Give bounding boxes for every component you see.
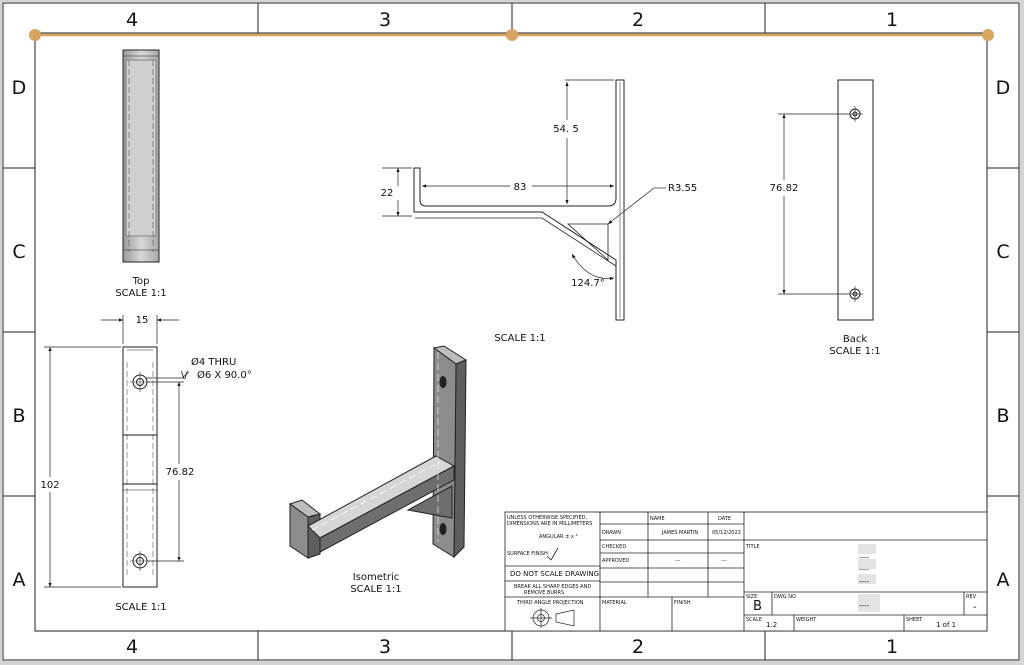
tb-title-value: ---- [859,554,870,562]
side-view[interactable] [413,79,625,321]
back-view-scale: SCALE 1:1 [829,346,880,357]
back-spacing-dim: 76.82 [770,183,799,194]
tb-drawn-name: JAMES MARTIN [661,530,698,536]
front-spacing-dim: 76.82 [166,467,195,478]
tb-sheet: 1 of 1 [936,621,956,629]
surface-finish-icon [546,547,559,561]
drag-handle[interactable] [506,29,518,41]
front-view[interactable] [122,346,158,588]
side-radius-dim: R3.55 [668,183,697,194]
tb-size-header: SIZE [746,594,757,600]
tb-title-header: TITLE [745,544,760,550]
col-label: 4 [126,636,138,658]
row-label: B [12,405,25,427]
col-label: 3 [379,9,391,31]
col-label: 1 [886,9,898,31]
front-width-dim: 15 [136,315,149,326]
side-dimensions [382,79,666,281]
tb-burrs1: BREAK ALL SHARP EDGES AND [514,584,591,590]
back-view[interactable] [837,79,874,321]
tb-checked: CHECKED [602,544,626,550]
side-view-scale: SCALE 1:1 [494,333,545,344]
back-view-name: Back [843,334,867,345]
tb-projection: THIRD ANGLE PROJECTION [516,600,584,606]
side-length-dim: 83 [514,182,527,193]
row-label: C [996,241,1009,263]
front-view-scale: SCALE 1:1 [115,602,166,613]
row-label: A [997,569,1010,591]
top-view-scale: SCALE 1:1 [115,288,166,299]
tb-weight-header: WEIGHT [796,617,817,623]
tb-material: MATERIAL [602,600,627,606]
drag-handle[interactable] [982,29,994,41]
top-view[interactable] [122,49,160,263]
tb-sheet-header: SHEET [906,617,923,623]
tb-dwg-header: DWG NO [774,594,796,600]
hole-callout-line2: Ø6 X 90.0° [197,369,252,381]
tb-angular: ANGULAR ± x ° [539,534,578,540]
tb-surface: SURFACE FINISH: [507,551,550,557]
row-label: D [996,77,1011,99]
tb-approved: APPROVED [602,558,629,564]
row-label: A [13,569,26,591]
title-block [504,511,988,632]
tb-title-value: ---- [859,566,870,574]
front-height-dim: 102 [40,480,59,491]
tb-rev-header: REV [966,594,977,600]
col-label: 3 [379,636,391,658]
tb-title-value: ---- [859,578,870,586]
tb-drawn-date: 05/12/2023 [712,530,741,536]
side-angle-dim: 124.7° [571,278,605,289]
tb-size: B [753,599,762,614]
drag-handle[interactable] [29,29,41,41]
col-label: 1 [886,636,898,658]
isometric-view-scale: SCALE 1:1 [350,584,401,595]
tb-no-scale: DO NOT SCALE DRAWING [510,570,599,578]
tb-scale-header: SCALE [746,617,762,623]
side-flange-dim: 22 [381,188,394,199]
col-label: 2 [632,9,644,31]
col-label: 2 [632,636,644,658]
row-label: D [12,77,27,99]
tb-name-header: NAME [650,516,665,522]
row-label: C [12,241,25,263]
tb-burrs2: REMOVE BURRS [524,590,564,596]
tb-rev: - [973,602,977,613]
isometric-view[interactable] [288,345,468,559]
isometric-view-name: Isometric [353,572,399,583]
col-label: 4 [126,9,138,31]
countersink-icon: \/ [181,370,188,381]
row-label: B [996,405,1009,427]
title-block-text: UNLESS OTHERWISE SPECIFIED, DIMENSIONS A… [507,515,977,629]
hole-callout-line1: Ø4 THRU [191,356,236,368]
tb-scale: 1:2 [766,621,777,629]
tb-dwg-no: ---- [859,602,870,610]
tb-finish: FINISH [674,600,691,606]
side-height-dim: 54. 5 [553,124,578,135]
top-view-name: Top [132,276,150,287]
zone-labels: 4 3 2 1 4 3 2 1 D C B A D C B A [12,9,1011,658]
back-dimensions [778,113,848,295]
tb-unless: UNLESS OTHERWISE SPECIFIED, [507,515,587,521]
front-dimensions [44,315,190,588]
tb-dims-in: DIMENSIONS ARE IN MILLIMETERS [507,521,592,527]
tb-approved-name: --- [675,558,681,564]
projection-icon [530,608,575,628]
tb-approved-date: --- [721,558,727,564]
alignment-line[interactable] [29,29,994,41]
tb-date-header: DATE [718,516,731,522]
tb-drawn: DRAWN [602,530,621,536]
